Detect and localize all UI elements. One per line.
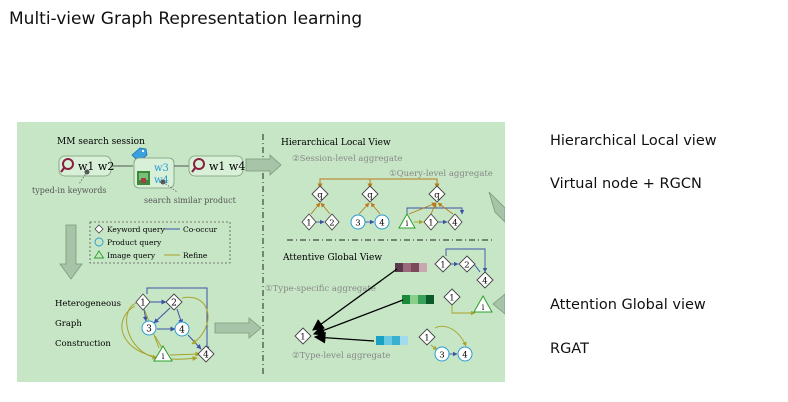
global-image-neighbors: 1 i: [443, 288, 493, 316]
legend-image-query: Image query: [107, 251, 156, 260]
session-to-local-arrow: [245, 154, 282, 176]
local-node-1a: 1: [306, 219, 311, 229]
global-node-1b: 1: [449, 294, 454, 304]
attention-arrows: [312, 268, 404, 344]
hetero-label-1: Heterogeneous: [55, 299, 121, 309]
product-embedding-bar: [376, 336, 408, 345]
local-query-group-2: q 3 4: [350, 185, 390, 230]
global-node-1c: 1: [424, 334, 429, 344]
virtual-node-q3: q: [434, 191, 440, 201]
hetero-node-4-keyword: 4: [203, 351, 209, 361]
annotation-virtual-node: Virtual node + RGCN: [550, 176, 702, 192]
hetero-node-i: i: [162, 352, 165, 361]
global-output-arrow: [492, 293, 505, 315]
global-node-1a: 1: [440, 261, 445, 271]
global-node-3: 3: [439, 351, 444, 361]
hetero-node-2: 2: [171, 299, 177, 309]
keyword-embedding-bar: [395, 263, 427, 272]
hetero-graph-edges: [121, 287, 210, 362]
query-1-text: w1 w2: [78, 160, 114, 173]
local-node-3: 3: [355, 219, 360, 229]
virtual-node-q1: q: [317, 191, 323, 201]
local-node-4b: 4: [452, 219, 457, 229]
hetero-label-3: Construction: [55, 339, 111, 349]
magnifier-icon: [60, 158, 74, 173]
local-node-1b: 1: [428, 219, 433, 229]
local-view-title: Hierarchical Local View: [281, 138, 391, 148]
product-query-circle-icon: [94, 237, 104, 247]
legend-box: [89, 221, 231, 264]
global-node-4b: 4: [462, 351, 467, 361]
query-3-text: w1 w4: [209, 160, 245, 173]
hetero-graph-nodes: 1 2 3 4 i 4: [135, 293, 215, 363]
type-specific-label: ①Type-specific aggregate: [265, 284, 376, 294]
session-tree-links: [317, 178, 440, 189]
local-query-group-1: q 1 2: [301, 185, 340, 231]
method-diagram: MM search session w1 w2 w3 w4 w1 w4 type…: [17, 122, 505, 382]
global-product-neighbors: 1 3 4: [418, 325, 473, 362]
local-node-i: i: [406, 219, 409, 228]
global-target-label: 1: [300, 333, 305, 343]
annotation-local-view: Hierarchical Local view: [550, 133, 717, 149]
local-query-group-3: q i 1 4: [398, 185, 465, 231]
page-title: Multi-view Graph Representation learning: [9, 9, 363, 29]
annotation-rgat: RGAT: [550, 341, 589, 357]
global-view-title: Attentive Global View: [282, 253, 382, 263]
legend-keyword-query: Keyword query: [107, 225, 165, 234]
local-node-2a: 2: [329, 219, 334, 229]
keyword-query-diamond-icon: [94, 224, 104, 234]
legend-co-occur: Co-occur: [183, 225, 218, 234]
hetero-label-2: Graph: [55, 319, 82, 329]
session-to-graph-arrow: [59, 224, 83, 280]
hetero-node-1: 1: [140, 299, 146, 309]
magnifier-icon: [191, 158, 205, 173]
global-keyword-neighbors: 1 2 4: [434, 248, 494, 289]
virtual-node-q2: q: [367, 191, 373, 201]
local-output-arrow: [488, 191, 505, 223]
query-2-top-text: w3: [154, 163, 169, 174]
global-target-node: [294, 327, 312, 345]
search-similar-label: search similar product: [144, 196, 237, 205]
legend-product-query: Product query: [107, 238, 162, 247]
typed-in-label: typed-in keywords: [32, 186, 106, 195]
hetero-node-3: 3: [146, 325, 152, 335]
image-query-triangle-icon: [93, 250, 105, 259]
product-image-icon: [137, 171, 150, 185]
graph-to-global-arrow: [214, 317, 262, 339]
annotation-global-view: Attention Global view: [550, 297, 706, 313]
global-node-i: i: [482, 303, 485, 312]
hetero-node-4: 4: [179, 326, 185, 336]
type-level-label: ②Type-level aggregate: [292, 351, 390, 361]
session-aggregate-label: ②Session-level aggregate: [292, 154, 402, 164]
global-node-4a: 4: [482, 277, 487, 287]
diagram-canvas: MM search session w1 w2 w3 w4 w1 w4 type…: [32, 134, 505, 377]
legend-refine: Refine: [183, 251, 208, 260]
global-node-2: 2: [464, 261, 469, 271]
image-embedding-bar: [402, 295, 434, 304]
query-aggregate-label: ①Query-level aggregate: [389, 169, 493, 179]
session-title: MM search session: [57, 137, 145, 147]
local-node-4a: 4: [379, 219, 384, 229]
